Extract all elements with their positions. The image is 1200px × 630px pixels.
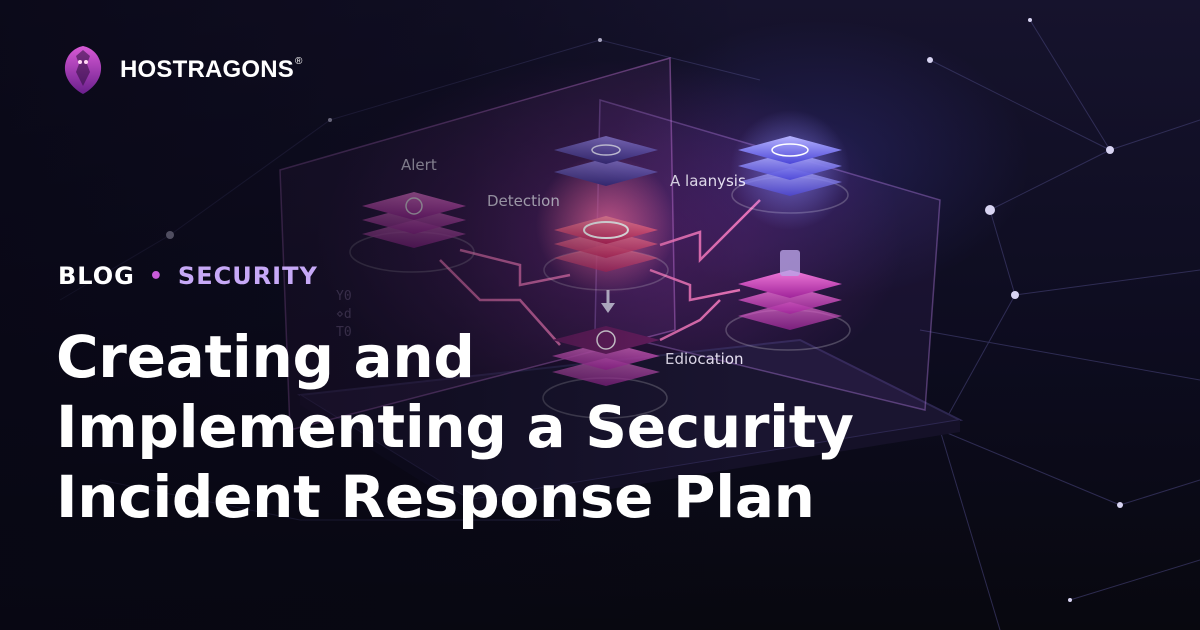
alert-label: Alert: [401, 156, 437, 174]
detection-label: Detection: [487, 192, 560, 210]
title-line: Creating and: [56, 323, 475, 391]
category-separator: •: [148, 263, 164, 289]
dragon-logo-icon: [64, 46, 102, 94]
side-glyph: Y0: [336, 289, 352, 304]
post-category: BLOG • SECURITY: [58, 262, 318, 290]
side-glyph: ⋄d: [336, 307, 352, 322]
brand-name: HOSTRAGONS®: [120, 56, 303, 83]
brand-logo[interactable]: HOSTRAGONS®: [56, 42, 303, 98]
title-line: Implementing a Security: [56, 393, 854, 461]
analysis-label: A laanysis: [670, 172, 746, 190]
page-title: Creating and Implementing a Security Inc…: [56, 322, 956, 532]
category-blog[interactable]: BLOG: [58, 262, 135, 290]
category-security[interactable]: SECURITY: [177, 262, 318, 290]
title-line: Incident Response Plan: [56, 463, 815, 531]
